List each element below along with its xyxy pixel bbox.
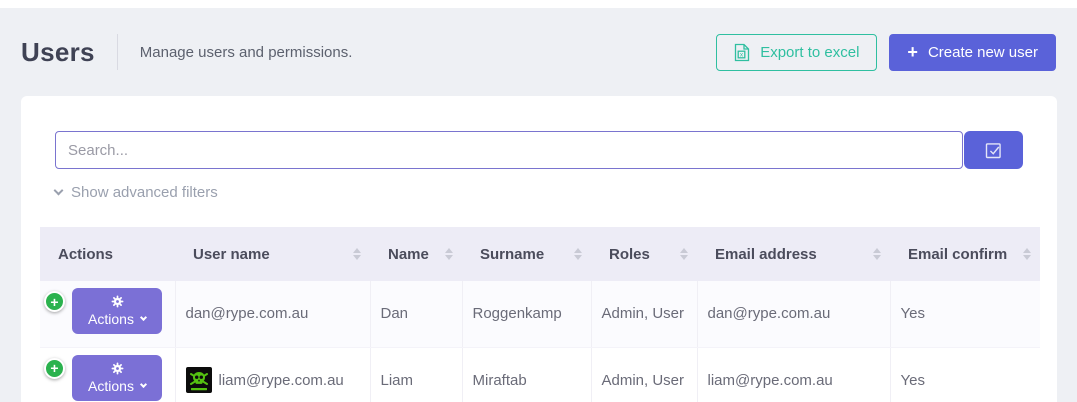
- export-button-label: Export to excel: [760, 43, 860, 61]
- user-name-value: dan@rype.com.au: [185, 305, 309, 323]
- page-title: Users: [21, 36, 95, 67]
- column-header-email-confirm[interactable]: Email confirm: [890, 227, 1040, 281]
- column-label: Email confirm: [908, 245, 1008, 263]
- surname-cell: Miraftab: [462, 347, 592, 402]
- sort-arrows-icon[interactable]: [873, 248, 881, 260]
- create-new-user-button[interactable]: + Create new user: [889, 33, 1056, 71]
- table-row: +: [40, 281, 1040, 348]
- expand-row-button[interactable]: +: [44, 291, 65, 312]
- email-confirm-cell: Yes: [890, 347, 1040, 402]
- gear-icon: [111, 362, 124, 375]
- table-row: +: [40, 347, 1040, 402]
- roles-cell: Admin, User: [591, 347, 698, 402]
- users-table-container: Actions User name Name Surname: [40, 227, 1040, 402]
- user-name-value: liam@rype.com.au: [218, 371, 344, 389]
- column-header-email-address[interactable]: Email address: [697, 227, 890, 281]
- chevron-down-icon: [139, 380, 147, 388]
- surname-cell: Roggenkamp: [462, 281, 592, 348]
- actions-cell: +: [40, 347, 176, 402]
- header-divider: [116, 34, 118, 70]
- top-strip: [0, 0, 1077, 8]
- column-label: Surname: [480, 245, 545, 263]
- column-header-user-name[interactable]: User name: [175, 227, 370, 281]
- plus-icon: +: [907, 42, 918, 62]
- chevron-down-icon: [53, 185, 64, 196]
- search-submit-button[interactable]: [964, 131, 1023, 169]
- user-avatar: [185, 367, 212, 393]
- search-bar: [55, 131, 1023, 169]
- sort-arrows-icon[interactable]: [680, 248, 688, 260]
- plus-icon: +: [50, 293, 59, 310]
- page-subtitle: Manage users and permissions.: [139, 43, 353, 61]
- actions-cell: +: [40, 281, 176, 348]
- check-square-icon: [983, 140, 1004, 161]
- plus-icon: +: [50, 360, 59, 376]
- column-label: Roles: [609, 245, 650, 263]
- gear-icon: [111, 295, 124, 308]
- roles-cell: Admin, User: [591, 281, 698, 348]
- actions-button-label: Actions: [88, 311, 134, 327]
- column-header-surname[interactable]: Surname: [462, 227, 591, 281]
- email-address-cell: dan@rype.com.au: [697, 281, 891, 348]
- column-header-actions: Actions: [40, 227, 175, 281]
- column-label: User name: [193, 245, 270, 263]
- content-card: Show advanced filters Actions User name: [21, 96, 1057, 402]
- user-name-cell: liam@rype.com.au: [175, 347, 371, 402]
- svg-text:x: x: [740, 51, 744, 58]
- search-input[interactable]: [55, 131, 963, 169]
- advanced-filters-label: Show advanced filters: [71, 184, 218, 201]
- excel-file-icon: x: [734, 43, 750, 62]
- sort-arrows-icon[interactable]: [353, 248, 361, 260]
- users-table: Actions User name Name Surname: [40, 227, 1040, 402]
- sort-arrows-icon[interactable]: [574, 248, 582, 260]
- email-address-cell: liam@rype.com.au: [697, 347, 891, 402]
- export-to-excel-button[interactable]: x Export to excel: [716, 33, 878, 71]
- user-name-cell: dan@rype.com.au: [175, 281, 371, 348]
- actions-dropdown-button[interactable]: Actions: [72, 354, 162, 401]
- column-label: Actions: [58, 245, 114, 263]
- show-advanced-filters-toggle[interactable]: Show advanced filters: [53, 184, 218, 201]
- name-cell: Liam: [370, 347, 463, 402]
- sort-arrows-icon[interactable]: [1023, 248, 1031, 260]
- table-header-row: Actions User name Name Surname: [40, 227, 1040, 281]
- create-button-label: Create new user: [927, 43, 1038, 61]
- page-header: Users Manage users and permissions. x Ex…: [0, 8, 1077, 96]
- name-cell: Dan: [370, 281, 463, 348]
- actions-dropdown-button[interactable]: Actions: [72, 288, 162, 334]
- actions-button-label: Actions: [88, 377, 134, 394]
- sort-arrows-icon[interactable]: [445, 248, 453, 260]
- email-confirm-cell: Yes: [890, 281, 1040, 348]
- column-label: Name: [388, 245, 429, 263]
- header-buttons: x Export to excel + Create new user: [716, 33, 1056, 71]
- column-label: Email address: [715, 245, 817, 263]
- expand-row-button[interactable]: +: [44, 357, 65, 379]
- chevron-down-icon: [139, 313, 147, 322]
- column-header-name[interactable]: Name: [370, 227, 462, 281]
- column-header-roles[interactable]: Roles: [591, 227, 697, 281]
